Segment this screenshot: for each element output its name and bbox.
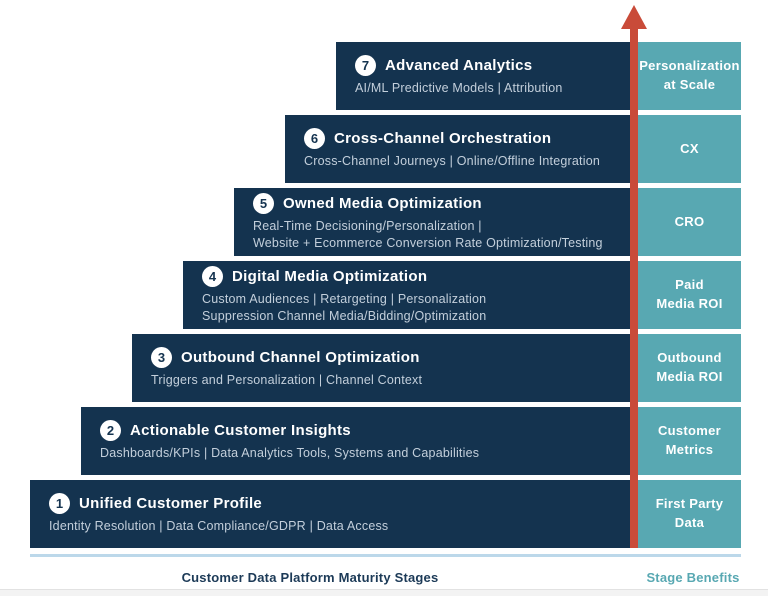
- benefit-box: Personalization at Scale: [638, 42, 741, 110]
- stage-row-5: 5 Owned Media Optimization Real-Time Dec…: [30, 188, 741, 256]
- stage-subtitle: Custom Audiences | Retargeting | Persona…: [202, 292, 487, 323]
- benefit-box: CRO: [638, 188, 741, 256]
- stage-subtitle: Triggers and Personalization | Channel C…: [151, 373, 423, 388]
- stage-title-row: 7 Advanced Analytics: [355, 55, 622, 77]
- stages-axis-label: Customer Data Platform Maturity Stages: [181, 570, 439, 585]
- stage-row-6: 6 Cross-Channel Orchestration Cross-Chan…: [30, 115, 741, 183]
- growth-arrow-head-icon: [621, 5, 647, 29]
- stage-bar-4: 4 Digital Media Optimization Custom Audi…: [183, 261, 630, 329]
- stage-title: Unified Customer Profile: [79, 495, 263, 513]
- stage-title-row: 4 Digital Media Optimization: [202, 266, 622, 288]
- benefit-box: First Party Data: [638, 480, 741, 548]
- stage-bar-7: 7 Advanced Analytics AI/ML Predictive Mo…: [336, 42, 630, 110]
- stage-subtitle: Dashboards/KPIs | Data Analytics Tools, …: [100, 446, 480, 461]
- stage-row-7: 7 Advanced Analytics AI/ML Predictive Mo…: [30, 42, 741, 110]
- stage-row-1: 1 Unified Customer Profile Identity Reso…: [30, 480, 741, 548]
- stage-subtitle: Identity Resolution | Data Compliance/GD…: [49, 519, 389, 534]
- page-edge-strip: [0, 589, 768, 596]
- stage-bar-3: 3 Outbound Channel Optimization Triggers…: [132, 334, 630, 402]
- stage-title-row: 6 Cross-Channel Orchestration: [304, 128, 622, 150]
- stage-bar-2: 2 Actionable Customer Insights Dashboard…: [81, 407, 630, 475]
- stage-title: Cross-Channel Orchestration: [334, 130, 552, 148]
- stage-title: Advanced Analytics: [385, 57, 533, 75]
- stage-bar-1: 1 Unified Customer Profile Identity Reso…: [30, 480, 630, 548]
- benefit-box: Paid Media ROI: [638, 261, 741, 329]
- baseline-divider: [30, 554, 741, 557]
- stage-number-badge: 3: [151, 347, 172, 369]
- stage-number-badge: 4: [202, 266, 223, 288]
- stage-subtitle: AI/ML Predictive Models | Attribution: [355, 81, 563, 96]
- stage-title-row: 1 Unified Customer Profile: [49, 493, 622, 515]
- stage-number-badge: 5: [253, 193, 274, 215]
- stage-row-2: 2 Actionable Customer Insights Dashboard…: [30, 407, 741, 475]
- growth-arrow-icon: [630, 26, 638, 548]
- stage-title: Actionable Customer Insights: [130, 422, 351, 440]
- stage-number-badge: 7: [355, 55, 376, 77]
- stage-title: Outbound Channel Optimization: [181, 349, 420, 367]
- stage-subtitle: Cross-Channel Journeys | Online/Offline …: [304, 154, 601, 169]
- stage-number-badge: 6: [304, 128, 325, 150]
- stage-bar-6: 6 Cross-Channel Orchestration Cross-Chan…: [285, 115, 630, 183]
- stage-number-badge: 2: [100, 420, 121, 442]
- benefit-box: CX: [638, 115, 741, 183]
- stage-row-3: 3 Outbound Channel Optimization Triggers…: [30, 334, 741, 402]
- benefit-box: Customer Metrics: [638, 407, 741, 475]
- stage-bar-5: 5 Owned Media Optimization Real-Time Dec…: [234, 188, 630, 256]
- stage-title: Owned Media Optimization: [283, 195, 482, 213]
- stage-title-row: 5 Owned Media Optimization: [253, 193, 622, 215]
- stage-subtitle: Real-Time Decisioning/Personalization | …: [253, 219, 603, 250]
- stage-title: Digital Media Optimization: [232, 268, 428, 286]
- benefits-axis-label: Stage Benefits: [646, 570, 740, 585]
- stage-title-row: 3 Outbound Channel Optimization: [151, 347, 622, 369]
- maturity-staircase: 7 Advanced Analytics AI/ML Predictive Mo…: [30, 5, 741, 548]
- stage-number-badge: 1: [49, 493, 70, 515]
- benefit-box: Outbound Media ROI: [638, 334, 741, 402]
- stage-row-4: 4 Digital Media Optimization Custom Audi…: [30, 261, 741, 329]
- stage-title-row: 2 Actionable Customer Insights: [100, 420, 622, 442]
